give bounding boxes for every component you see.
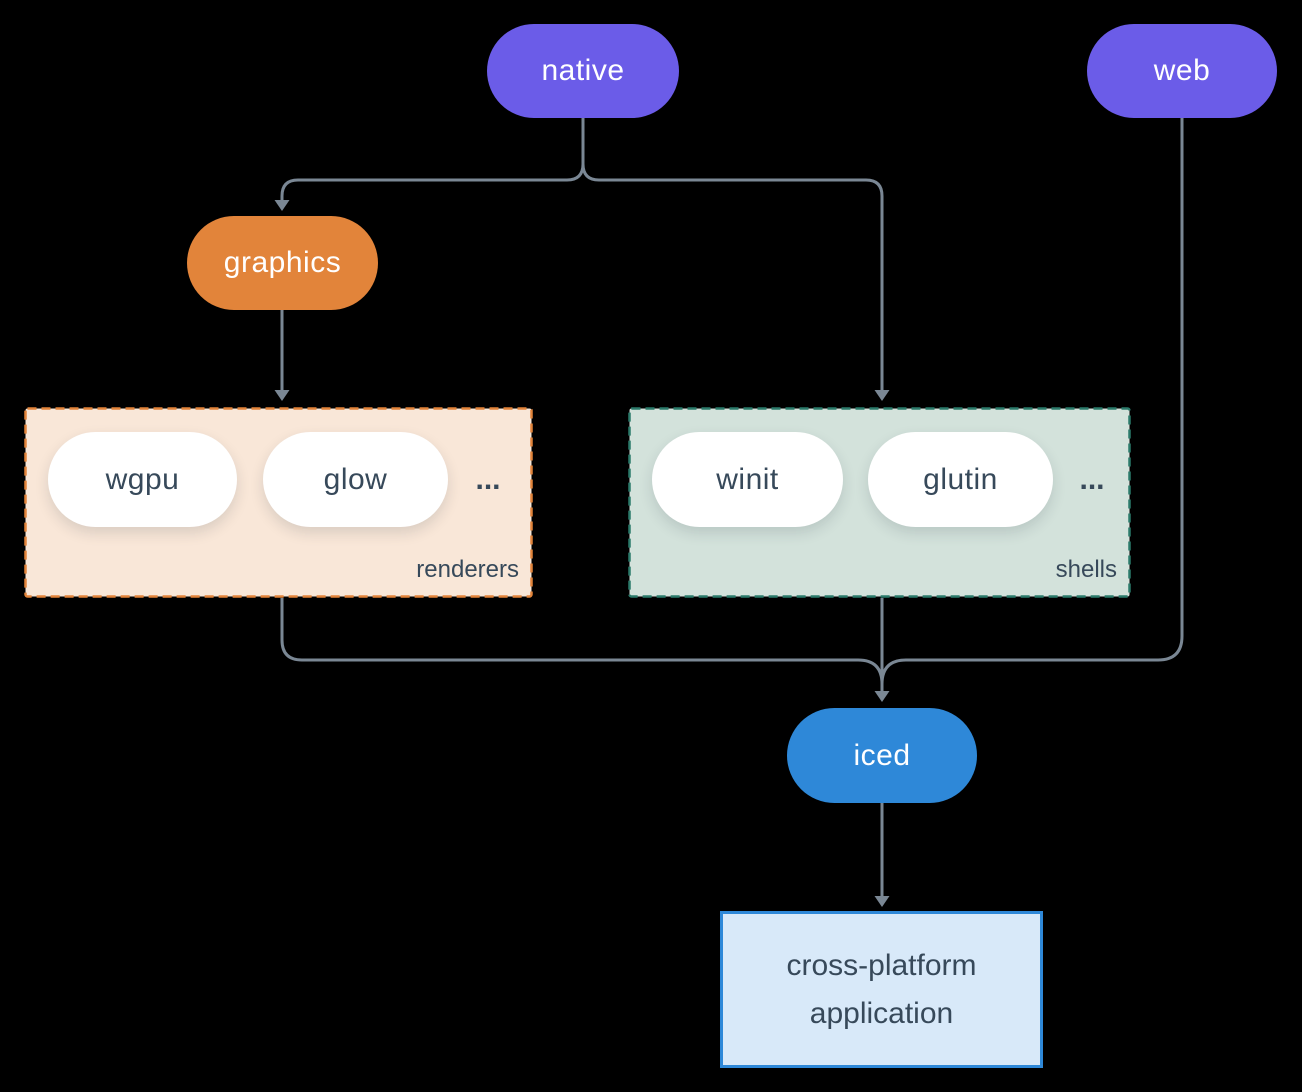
node-glutin: glutin <box>868 432 1053 527</box>
application-label: cross-platform application <box>786 948 977 1030</box>
edge-native-graphics <box>280 118 585 200</box>
shells-group-label: shells <box>1055 556 1117 583</box>
node-iced: iced <box>787 708 977 803</box>
arrowhead-iced <box>874 691 890 702</box>
node-glow: glow <box>263 432 448 527</box>
node-native: native <box>487 24 679 118</box>
renderers-ellipsis: ... <box>475 463 501 496</box>
shells-ellipsis: ... <box>1079 463 1105 496</box>
node-wgpu: wgpu <box>48 432 237 527</box>
node-winit: winit <box>652 432 843 527</box>
node-web: web <box>1087 24 1277 118</box>
arrowhead-application <box>874 896 890 907</box>
arrowhead-shells <box>874 390 890 401</box>
node-cross-platform-application: cross-platform application <box>720 911 1043 1068</box>
renderers-group-label: renderers <box>416 556 519 583</box>
edge-native-shells <box>581 118 884 390</box>
arrowhead-renderers <box>274 390 290 401</box>
edge-renderers-iced <box>280 598 884 685</box>
arrowhead-graphics <box>274 200 290 211</box>
edge-web-iced <box>880 118 1184 685</box>
node-graphics: graphics <box>187 216 378 310</box>
